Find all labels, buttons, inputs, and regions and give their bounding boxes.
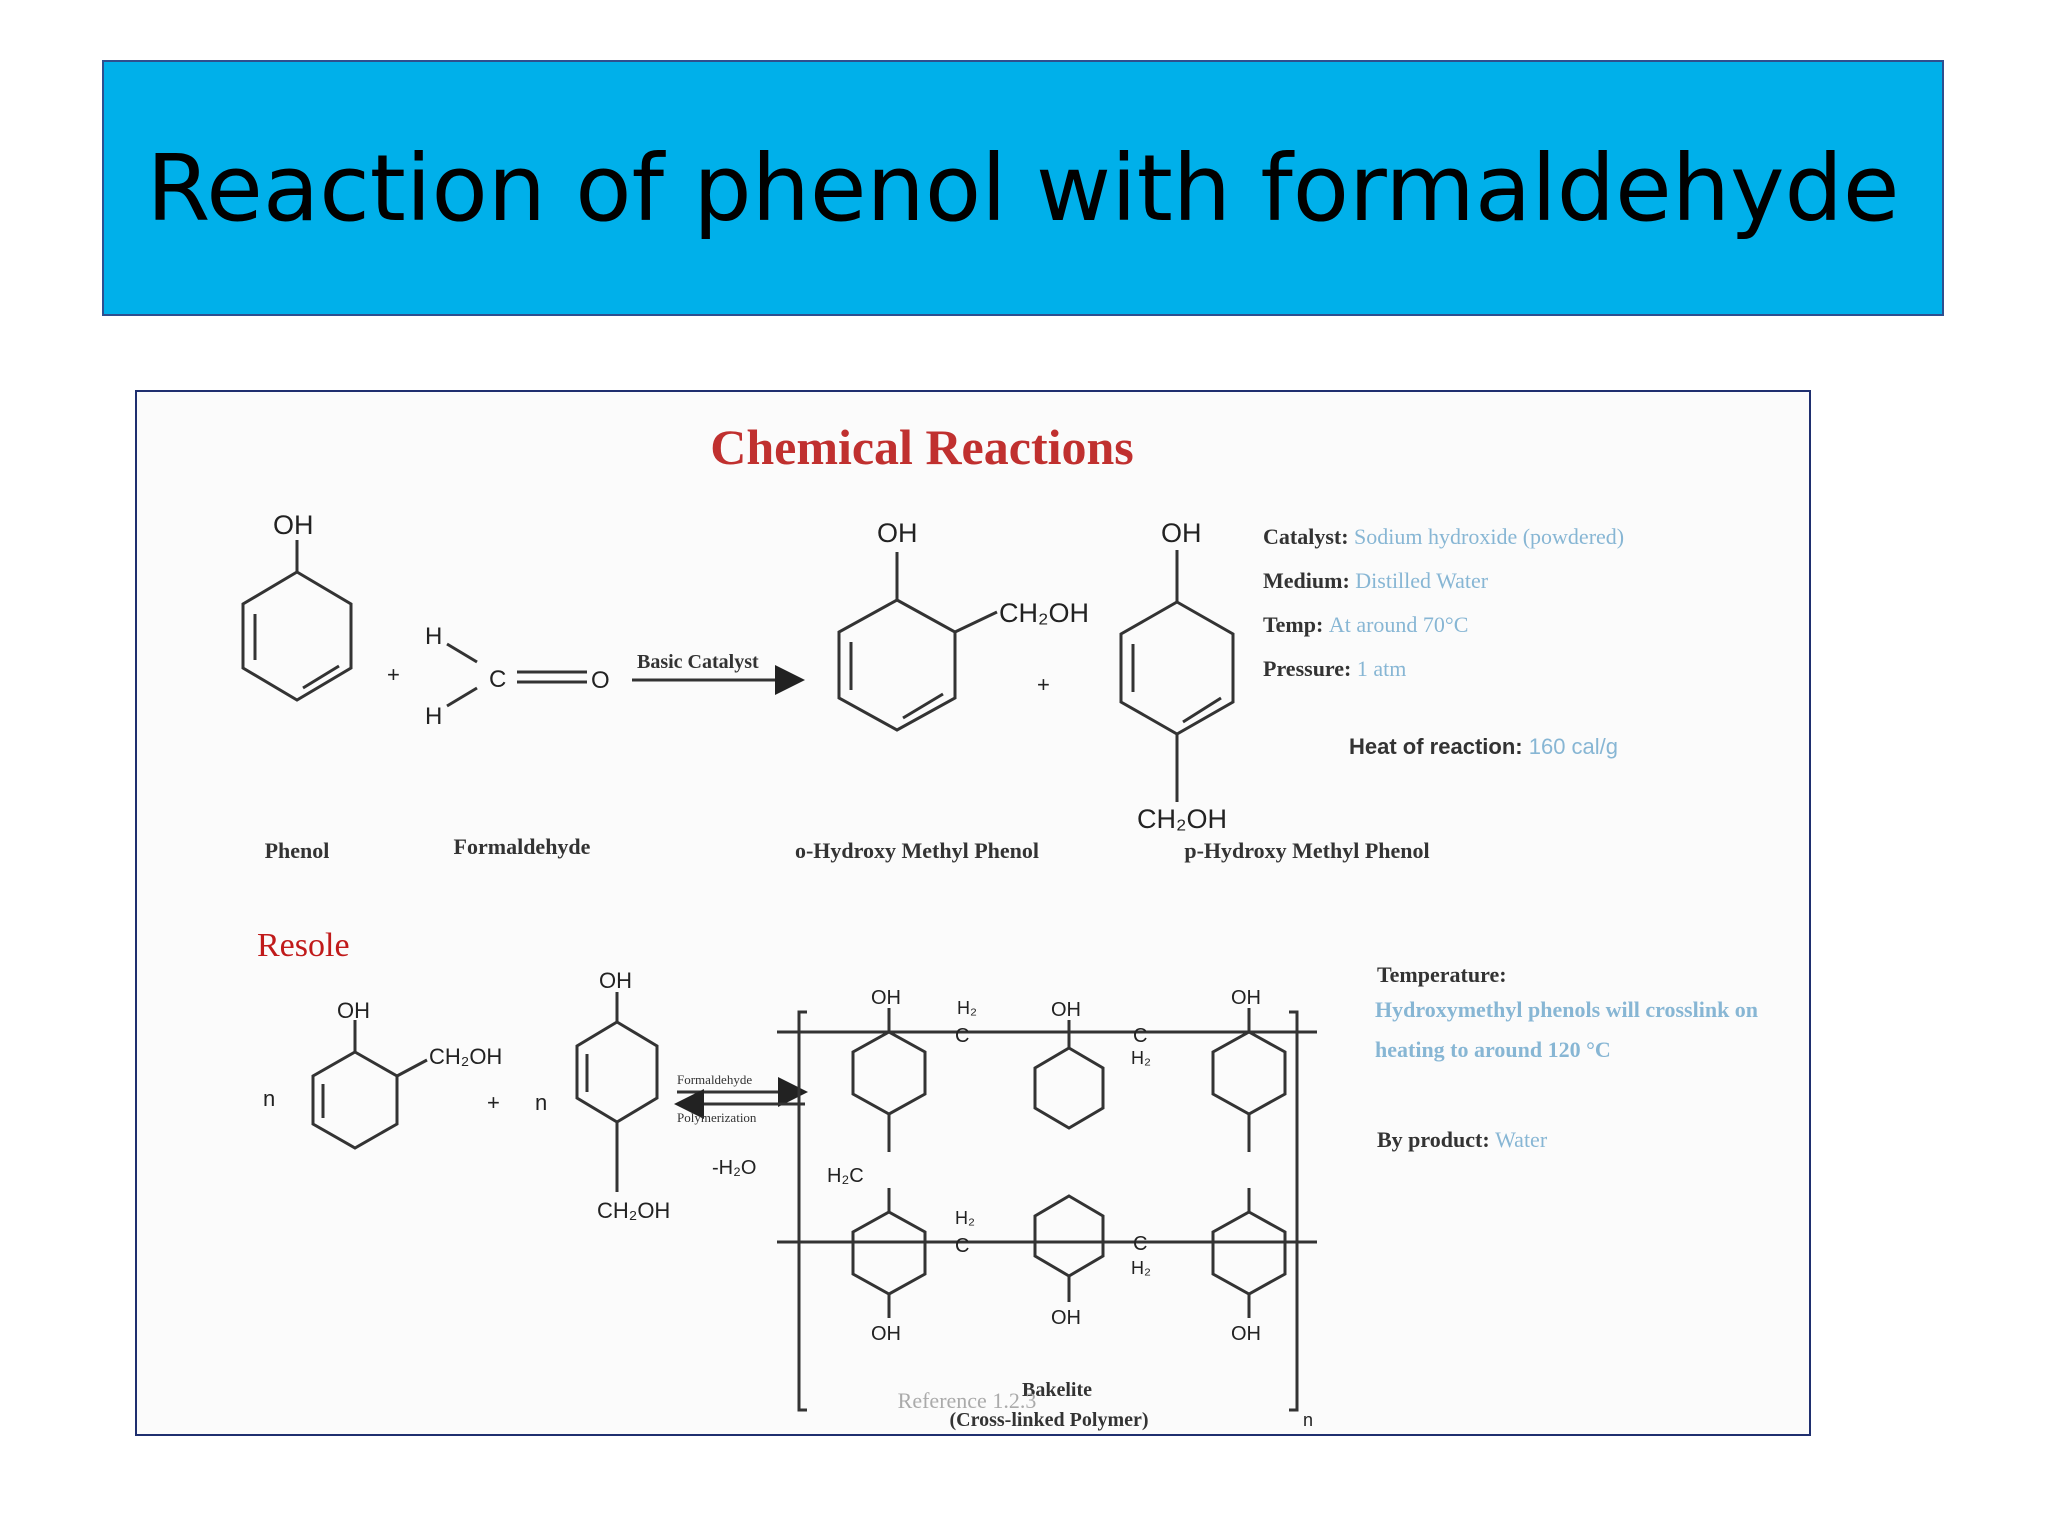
- compound-para: p-Hydroxy Methyl Phenol: [1184, 838, 1429, 863]
- bridge-h2-top: H₂: [957, 998, 977, 1018]
- polymer-ring-2: [1033, 1046, 1105, 1130]
- resole-temp-key: Temperature:: [1377, 962, 1507, 987]
- polymer-subscript-n: n: [1303, 1410, 1313, 1430]
- cond-temp-key: Temp:: [1263, 612, 1323, 637]
- compound-ortho: o-Hydroxy Methyl Phenol: [795, 838, 1039, 863]
- figure-footer: Reference 1.2.3: [898, 1388, 1037, 1413]
- formaldehyde-c: C: [489, 666, 506, 693]
- ortho-product-ring: [837, 598, 957, 732]
- svg-text:Heat of reaction: 160 cal/g: Heat of reaction: 160 cal/g: [1349, 734, 1618, 759]
- polymer-oh-1: OH: [871, 987, 901, 1009]
- para-ch2oh: CH₂OH: [1137, 804, 1227, 834]
- cond-catalyst-key: Catalyst:: [1263, 524, 1349, 549]
- polymer-ring-1: [851, 1030, 927, 1116]
- svg-text:Medium: Distilled Water: Medium: Distilled Water: [1263, 568, 1489, 593]
- resole-temp-value: Hydroxymethyl phenols will crosslink on …: [1375, 997, 1759, 1062]
- svg-text:Pressure: 1 atm: Pressure: 1 atm: [1263, 656, 1406, 681]
- bridge-h2-bottom: H₂: [955, 1208, 975, 1228]
- resole-ortho-ch2oh: CH₂OH: [429, 1044, 502, 1069]
- plus-1: +: [387, 662, 400, 687]
- bridge-c-bottom-2: C: [1133, 1233, 1147, 1255]
- polymer-oh-2: OH: [1051, 999, 1081, 1021]
- cond-catalyst-value: Sodium hydroxide (powdered): [1354, 524, 1624, 549]
- resole-byproduct-value: Water: [1495, 1127, 1548, 1152]
- cond-temp-value: At around 70°C: [1329, 612, 1469, 637]
- figure-heading: Chemical Reactions: [710, 419, 1134, 475]
- bridge-h2o: H₂C: [827, 1165, 864, 1187]
- reaction-figure: Chemical Reactions: [135, 390, 1811, 1436]
- compound-formaldehyde: Formaldehyde: [454, 834, 591, 859]
- para-oh: OH: [1161, 518, 1202, 548]
- formaldehyde-h-top: H: [425, 623, 442, 650]
- ortho-ch2oh: CH₂OH: [999, 598, 1089, 628]
- formaldehyde-h-bottom: H: [425, 703, 442, 730]
- resole-n-1: n: [263, 1086, 275, 1111]
- polymer-oh-5: OH: [1051, 1307, 1081, 1329]
- arrow-label: Basic Catalyst: [637, 651, 759, 673]
- title-banner: Reaction of phenol with formaldehyde: [102, 60, 1944, 316]
- resole-byproduct-key: By product:: [1377, 1127, 1490, 1152]
- ortho-oh: OH: [877, 518, 918, 548]
- resole-ortho-oh: OH: [337, 998, 370, 1023]
- svg-text:Catalyst: Sodium hydroxide (po: Catalyst: Sodium hydroxide (powdered): [1263, 524, 1624, 549]
- formaldehyde-o: O: [591, 667, 610, 694]
- phenol-ring: [241, 570, 353, 702]
- polymer-oh-3: OH: [1231, 987, 1261, 1009]
- cond-medium-key: Medium:: [1263, 568, 1350, 593]
- resole-n-2: n: [535, 1090, 547, 1115]
- resole-ortho-ring: [311, 1050, 399, 1150]
- polymer-ring-4: [851, 1210, 927, 1296]
- water-out: -H₂O: [712, 1157, 756, 1179]
- cond-pressure-key: Pressure:: [1263, 656, 1351, 681]
- polymer-ring-5: [1033, 1194, 1105, 1278]
- arrow-label-polymerization: Polymerization: [677, 1110, 757, 1125]
- compound-phenol: Phenol: [265, 838, 330, 863]
- reaction-diagram: Chemical Reactions: [241, 419, 1759, 1431]
- phenol-oh: OH: [273, 510, 314, 540]
- cond-medium-value: Distilled Water: [1355, 568, 1489, 593]
- bridge-h2-bottom-2: H₂: [1131, 1258, 1151, 1278]
- heat-value: 160 cal/g: [1529, 734, 1618, 759]
- svg-text:By product: Water: By product: Water: [1377, 1127, 1548, 1152]
- polymer-oh-6: OH: [1231, 1323, 1261, 1345]
- para-product-ring: [1119, 600, 1235, 736]
- resole-para-ring: [575, 1020, 659, 1124]
- polymer-name: Bakelite: [1022, 1379, 1092, 1401]
- bridge-c-top: C: [955, 1025, 969, 1047]
- svg-text:Temp: At around 70°C: Temp: At around 70°C: [1263, 612, 1468, 637]
- polymer-oh-4: OH: [871, 1323, 901, 1345]
- polymer-ring-6: [1211, 1210, 1287, 1296]
- arrow-label-formaldehyde: Formaldehyde: [677, 1072, 752, 1087]
- polymer-ring-3: [1211, 1030, 1287, 1116]
- resole-para-oh: OH: [599, 968, 632, 993]
- resole-para-ch2oh: CH₂OH: [597, 1198, 670, 1223]
- polymer-note: (Cross-linked Polymer): [949, 1409, 1148, 1431]
- heat-key: Heat of reaction:: [1349, 734, 1523, 759]
- resole-label: Resole: [257, 927, 350, 964]
- bridge-h2-top-2: H₂: [1131, 1048, 1151, 1068]
- plus-2: +: [1037, 672, 1050, 697]
- resole-plus: +: [487, 1090, 500, 1115]
- cond-pressure-value: 1 atm: [1357, 656, 1407, 681]
- bridge-c-top-2: C: [1133, 1025, 1147, 1047]
- slide-title: Reaction of phenol with formaldehyde: [146, 134, 1900, 242]
- bridge-c-bottom: C: [955, 1235, 969, 1257]
